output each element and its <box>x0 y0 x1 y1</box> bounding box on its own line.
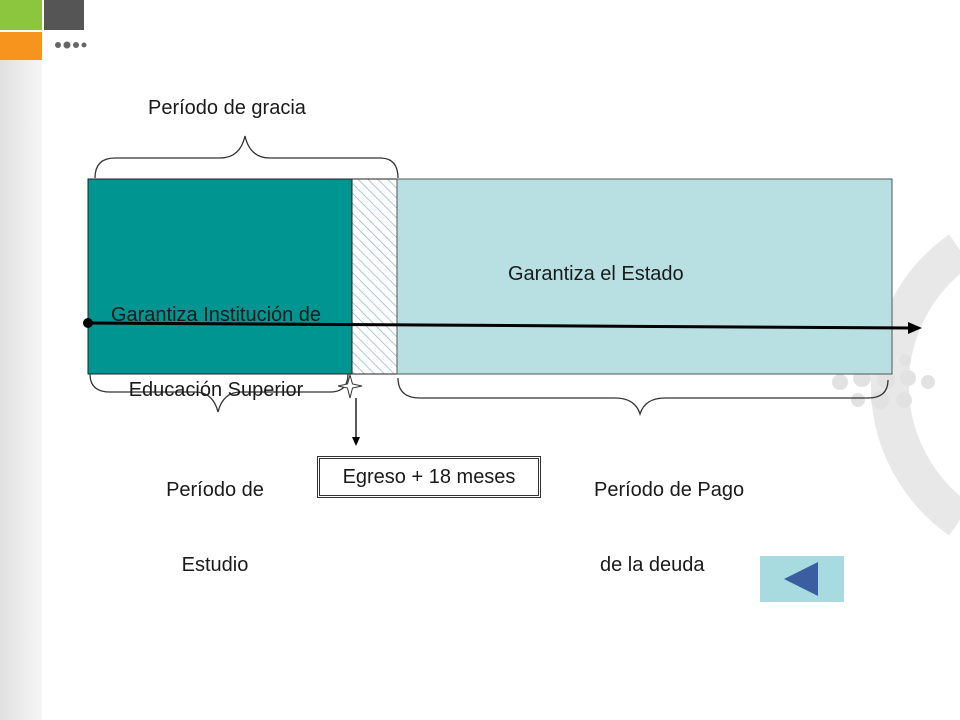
institution-guarantee-line2: Educación Superior <box>128 379 304 401</box>
back-button[interactable] <box>760 556 844 602</box>
filled-circle-icon <box>83 318 93 328</box>
corner-square-orange <box>0 32 42 60</box>
four-point-star-icon <box>337 373 363 399</box>
state-block <box>396 178 893 375</box>
pointer-arrowhead <box>352 437 360 446</box>
egreso-box: Egreso + 18 meses <box>317 456 541 498</box>
payment-period-line2: de la deuda <box>600 554 705 576</box>
payment-period-line1: Período de Pago <box>594 479 745 501</box>
arrowhead-right-icon <box>908 322 922 334</box>
institution-guarantee-label: Garantiza Institución de Educación Super… <box>86 253 346 428</box>
study-period-label: Período de Estudio <box>140 428 290 603</box>
corner-square-dark <box>44 0 84 30</box>
state-guarantee-label: Garantiza el Estado <box>508 263 684 285</box>
payment-period-label: Período de Pago de la deuda <box>594 428 744 603</box>
study-period-brace <box>89 373 349 413</box>
timeline-line <box>87 321 913 330</box>
left-gradient-band <box>0 60 42 720</box>
grace-period-brace <box>94 135 399 179</box>
triangle-left-icon <box>784 562 818 596</box>
study-period-line2: Estudio <box>181 554 249 576</box>
study-period-line1: Período de <box>166 479 264 501</box>
grace-period-label: Período de gracia <box>148 97 306 119</box>
institution-guarantee-line1: Garantiza Institución de <box>110 304 322 326</box>
institution-block <box>87 178 353 375</box>
corner-dots <box>55 41 87 49</box>
grace-hatch-block <box>351 178 398 375</box>
corner-square-green <box>0 0 42 30</box>
payment-period-brace <box>397 377 889 417</box>
